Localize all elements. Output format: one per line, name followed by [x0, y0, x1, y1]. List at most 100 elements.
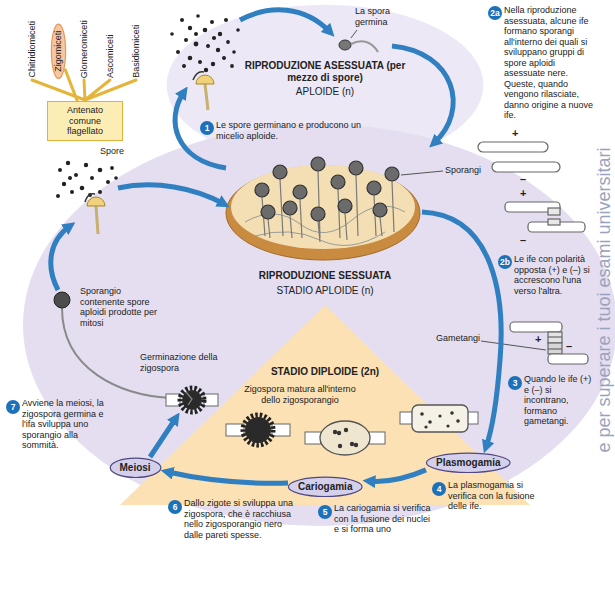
spore-burst-top	[170, 32, 174, 36]
mature-zygospore	[245, 417, 271, 443]
plasmogamy-cell	[456, 419, 460, 423]
ellipse-outline	[165, 3, 485, 167]
spore-burst-top	[196, 14, 200, 18]
spore-burst-top	[194, 32, 198, 36]
bread-slice	[226, 166, 420, 260]
karyogamy-cell	[333, 428, 358, 448]
part-label: Germinazione della zigospora	[140, 352, 220, 373]
sporangia	[385, 167, 399, 181]
part-label: Gametangi	[436, 333, 480, 344]
plasmogamy-cell	[420, 412, 424, 416]
hyphae-approaching	[548, 219, 560, 225]
callout-number: 5	[318, 505, 332, 519]
callout-number: 2b	[498, 255, 512, 269]
germinating-zygospore	[182, 390, 202, 410]
plasmogamy-cell	[450, 411, 454, 415]
spore-burst-top	[232, 50, 236, 54]
node-text: Cariogamia	[298, 481, 352, 493]
step-text: Dallo zigote si sviluppa una zigospora, …	[184, 498, 294, 540]
node-text: APLOIDE (n)	[265, 86, 385, 98]
callout-number: 4	[432, 482, 446, 496]
callout-number: 7	[6, 400, 20, 414]
spore-burst-top	[218, 32, 222, 36]
spore-burst-left	[96, 206, 98, 234]
spore-burst-left	[110, 166, 114, 170]
spore-burst-top	[210, 20, 214, 24]
spore-burst-top	[236, 28, 240, 32]
spore-burst-left	[70, 190, 74, 194]
gametangia	[548, 332, 562, 343]
hyphae-approaching	[548, 208, 560, 215]
spore-burst-top	[206, 44, 210, 48]
spore-burst-left	[74, 173, 78, 177]
hyphae-apart	[492, 162, 560, 172]
plasmogamy-cell	[428, 420, 432, 424]
taxon-label: Glomeromiceti	[79, 20, 90, 78]
taxon-label: Basidiomiceti	[131, 25, 142, 78]
spore-burst-top	[216, 48, 220, 52]
gametangia	[548, 348, 562, 349]
spore-burst-top	[230, 64, 234, 68]
sporangia	[311, 157, 325, 171]
spore-burst-left	[98, 168, 103, 173]
spore-burst-top	[203, 28, 208, 33]
spore-burst-top	[188, 26, 192, 30]
taxon-label: Chitridiomiceti	[27, 21, 38, 78]
polarity-sign: –	[566, 340, 572, 352]
spore-burst-left	[85, 194, 95, 202]
spore-burst-top	[182, 64, 186, 68]
watermark: e per superare i tuoi esami universitari	[593, 147, 613, 452]
polarity-sign: +	[520, 187, 526, 199]
gametangia	[548, 354, 588, 364]
spore-burst-left	[106, 180, 110, 184]
callout-number: 2a	[488, 6, 502, 20]
node-text: STADIO DIPLOIDE (2n)	[260, 366, 390, 378]
step-text: Le spore germinano e producono un miceli…	[216, 120, 366, 141]
spore-burst-top	[188, 56, 193, 61]
spore-burst-top	[198, 60, 202, 64]
triangle-shape	[120, 305, 530, 505]
node-text: Plasmogamia	[436, 457, 500, 469]
plasmogamy-cell	[400, 405, 478, 432]
node-text: STADIO APLOIDE (n)	[225, 285, 425, 297]
node-text: Meiosi	[120, 462, 151, 474]
step-text: Le ife con polarità opposta (+) e (–) si…	[514, 254, 592, 296]
node-text: Antenato comune flagellato	[52, 105, 118, 137]
karyogamy-cell	[320, 421, 370, 455]
sporangia	[273, 165, 287, 179]
sporangia	[367, 181, 381, 195]
polarity-sign: +	[512, 127, 518, 139]
part-label: Sporangio contenente spore aploidi prodo…	[80, 286, 165, 328]
spore-burst-top	[212, 36, 216, 40]
sporangium-on-hypha	[54, 292, 70, 308]
sporangia	[261, 205, 275, 219]
step-text: La plasmogamia si verifica con la fusion…	[448, 480, 543, 512]
karyogamy-cell	[333, 430, 337, 434]
spore-burst-left	[56, 194, 60, 198]
spore-burst-left	[80, 186, 85, 191]
plasmogamy-cell	[424, 425, 427, 428]
spore-burst-left	[114, 176, 118, 180]
spore-burst-top	[176, 50, 180, 54]
karyogamy-cell	[337, 431, 341, 435]
spore-burst-top	[226, 40, 230, 44]
bread-slice	[231, 165, 415, 249]
spore-burst-left	[66, 161, 70, 165]
spore-burst-top	[204, 68, 208, 72]
sporangia	[373, 203, 387, 217]
node-text: RIPRODUZIONE ASESSUATA (per mezzo di spo…	[240, 60, 410, 83]
gametangia	[548, 336, 562, 337]
step-text: Quando le ife (+) e (–) si incontrano, f…	[524, 374, 592, 427]
plasmogamy-cell	[412, 405, 468, 432]
spore-burst-top	[194, 42, 199, 47]
karyogamy-cell	[305, 432, 321, 444]
callout-number: 6	[168, 500, 182, 514]
ellipse-shape	[426, 453, 510, 472]
polarity-sign: +	[535, 333, 541, 345]
bread-slice	[226, 165, 420, 260]
plasmogamy-cell	[420, 411, 460, 428]
spore-burst-top	[224, 18, 228, 22]
gametangia	[548, 343, 562, 354]
callout-number: 1	[200, 121, 214, 135]
spore-burst-left	[62, 182, 66, 186]
